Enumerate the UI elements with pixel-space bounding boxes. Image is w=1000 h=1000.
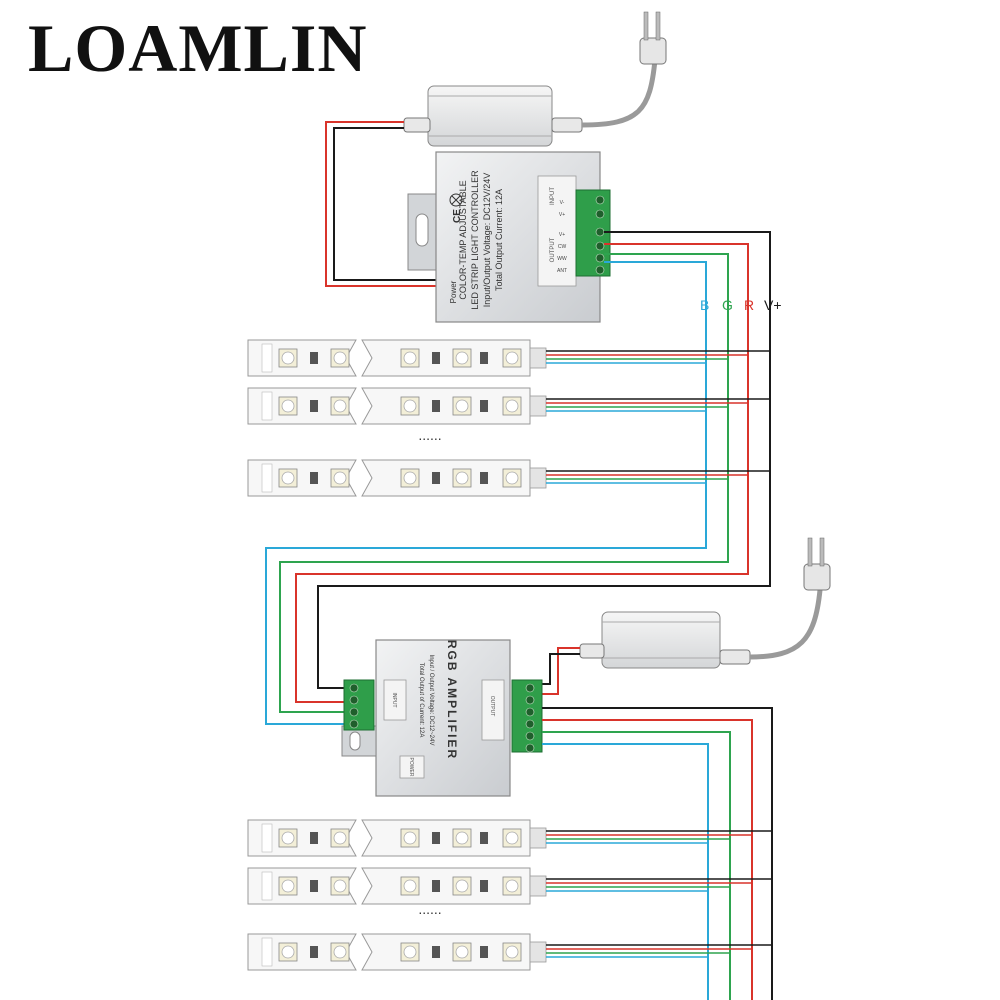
resistor-icon <box>480 472 488 484</box>
amplifier-title: RGB AMPLIFIER <box>445 640 459 760</box>
amplifier-power-wires <box>542 647 580 695</box>
resistor-icon <box>480 400 488 412</box>
power-adapter-bottom <box>579 537 831 669</box>
led-strip <box>247 867 772 905</box>
resistor-icon <box>310 472 318 484</box>
led-strip-group-bottom <box>247 819 772 971</box>
rohs-icon <box>449 193 463 207</box>
resistor-icon <box>480 832 488 844</box>
controller-voltage: Input/Output Voltage: DC12V/24V <box>482 173 492 308</box>
amplifier-power-label: POWER <box>408 758 414 777</box>
controller-output-wires <box>265 231 771 725</box>
controller-output-label: OUTPUT <box>550 237 556 262</box>
controller-input-label: INPUT <box>550 187 556 205</box>
controller-subtitle: LED STRIP LIGHT CONTROLLER <box>470 170 480 310</box>
led-strip-controller: COLOR-TEMP ADJUSTABLE LED STRIP LIGHT CO… <box>407 151 611 323</box>
brand-logo: LOAMLIN <box>28 10 368 86</box>
resistor-icon <box>310 832 318 844</box>
resistor-icon <box>310 352 318 364</box>
rgb-amplifier: RGB AMPLIFIER Input / Output Voltage: DC… <box>341 639 543 797</box>
wire-label-b: B <box>700 297 709 313</box>
power-adapter-top <box>403 11 667 147</box>
led-strip <box>247 387 770 425</box>
strip-ellipsis-bottom: ...... <box>418 901 441 917</box>
led-strip <box>247 339 770 377</box>
controller-power-wires <box>325 121 436 287</box>
ac-plug-icon <box>639 11 667 65</box>
amplifier-current: Total Output of Current: 12A <box>418 663 424 738</box>
led-strip <box>247 819 772 857</box>
resistor-icon <box>432 352 440 364</box>
resistor-icon <box>480 880 488 892</box>
controller-input-pin: V- <box>560 200 565 206</box>
ac-plug-icon <box>803 537 831 591</box>
controller-output-pin: ANT <box>557 268 567 274</box>
led-strip <box>247 933 772 971</box>
resistor-icon <box>432 472 440 484</box>
wire-label-r: R <box>744 297 754 313</box>
controller-title: COLOR-TEMP ADJUSTABLE <box>458 180 468 299</box>
resistor-icon <box>432 832 440 844</box>
controller-output-pin: WW <box>557 256 567 262</box>
resistor-icon <box>480 352 488 364</box>
resistor-icon <box>432 400 440 412</box>
resistor-icon <box>310 400 318 412</box>
resistor-icon <box>310 880 318 892</box>
controller-power-label: Power <box>449 280 458 303</box>
ce-mark: CE <box>452 209 463 223</box>
controller-output-pin: CW <box>558 244 567 250</box>
wire-label-v: V+ <box>764 297 782 313</box>
strip-ellipsis-top: ...... <box>418 427 441 443</box>
led-strip <box>247 459 770 497</box>
amplifier-input-label: INPUT <box>391 693 397 708</box>
led-strip-group-top <box>247 339 770 497</box>
controller-current: Total Output Current: 12A <box>494 189 504 291</box>
amplifier-voltage: Input / Output Voltage: DC12~24V <box>428 655 434 746</box>
resistor-icon <box>432 880 440 892</box>
resistor-icon <box>480 946 488 958</box>
resistor-icon <box>310 946 318 958</box>
amplifier-output-wires <box>542 707 773 1000</box>
amplifier-output-label: OUTPUT <box>489 696 495 717</box>
wire-label-g: G <box>722 297 733 313</box>
controller-output-pin: V+ <box>559 232 565 238</box>
controller-input-pin: V+ <box>559 212 565 218</box>
resistor-icon <box>432 946 440 958</box>
